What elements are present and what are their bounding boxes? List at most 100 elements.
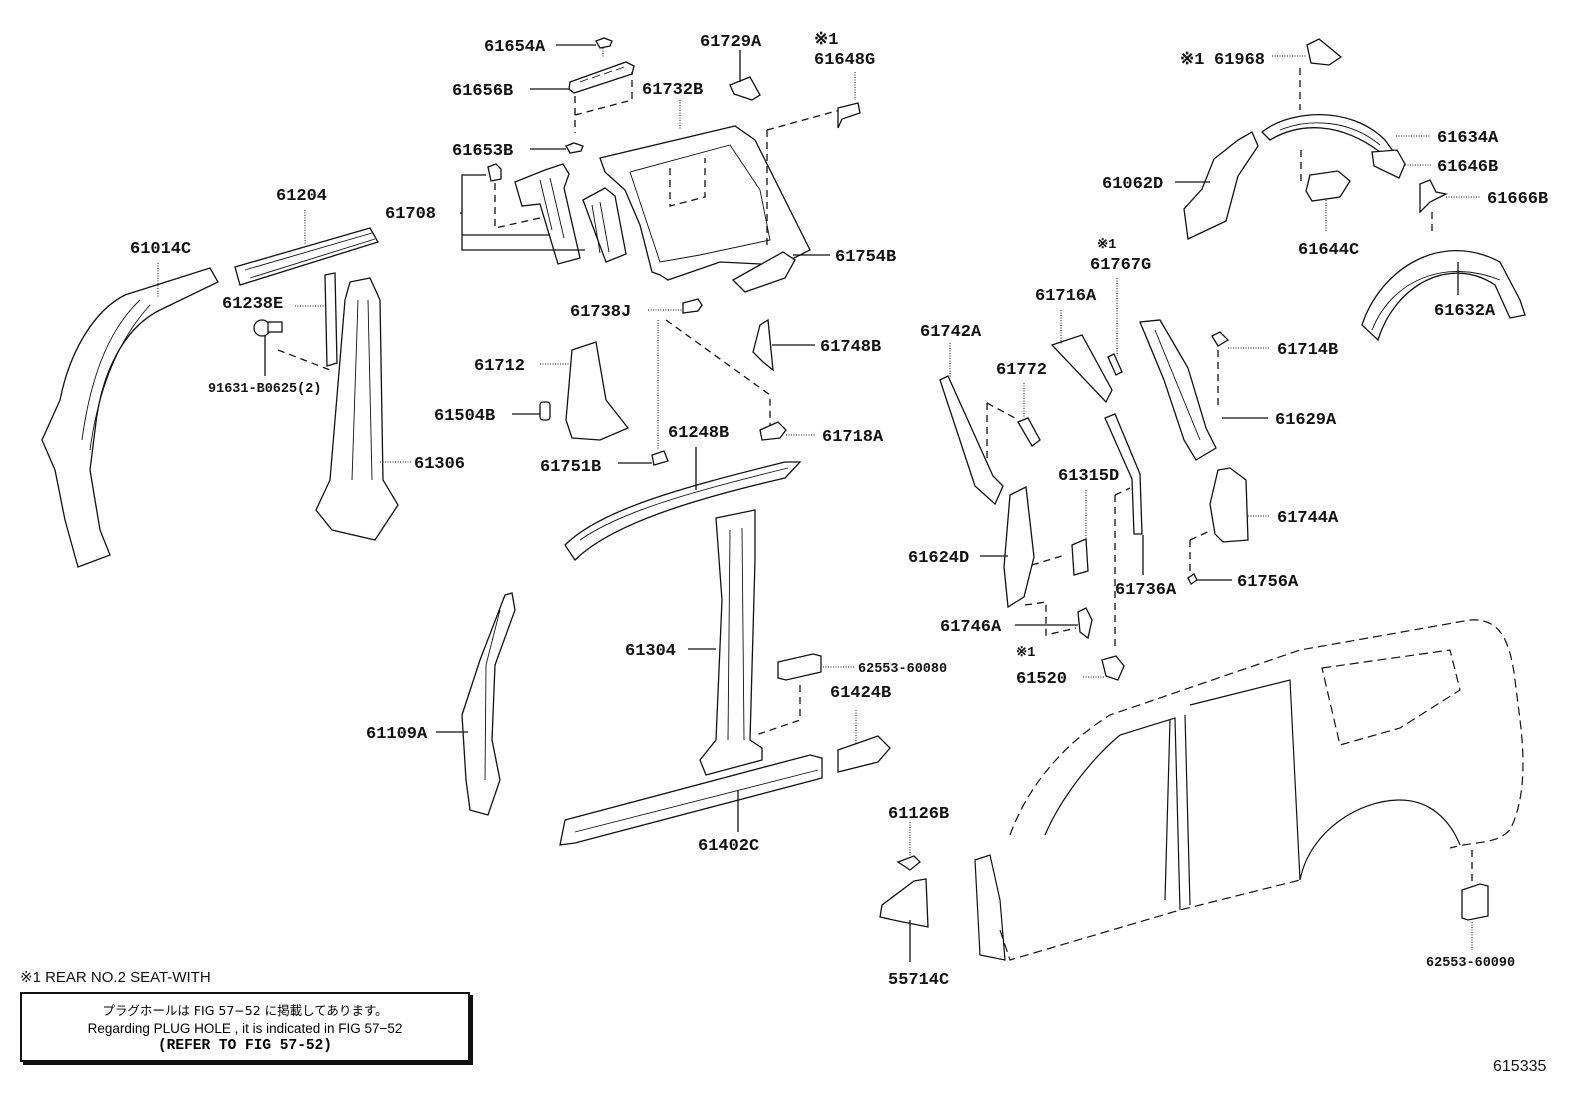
part-61646B[interactable] — [1371, 149, 1432, 179]
plug-hole-note-box: プラグホールは FIG 57−52 に掲載してあります。 Regarding P… — [20, 992, 470, 1062]
part-61653B[interactable] — [530, 142, 584, 154]
part-61751B[interactable] — [618, 450, 669, 466]
part-61718A[interactable] — [759, 421, 816, 441]
part-62553-60090[interactable] — [1461, 850, 1489, 950]
part-61402C[interactable] — [559, 754, 823, 846]
note-reference-link[interactable]: (REFER TO FIG 57-52) — [157, 1038, 333, 1054]
label-61746A[interactable]: 61746A — [940, 618, 1002, 637]
part-61767G[interactable] — [1107, 278, 1123, 376]
part-61748B[interactable] — [752, 318, 815, 372]
part-61756A[interactable] — [1187, 573, 1232, 585]
part-61656B[interactable] — [530, 61, 635, 133]
part-61772[interactable] — [1017, 383, 1041, 447]
part-61504B[interactable] — [512, 401, 551, 421]
label-61754B[interactable]: 61754B — [835, 248, 896, 267]
part-61736A[interactable] — [1104, 413, 1144, 650]
part-61729A[interactable] — [729, 50, 761, 101]
part-61109A[interactable] — [436, 592, 516, 816]
part-61716A[interactable] — [1050, 310, 1113, 404]
label-61732B[interactable]: 61732B — [642, 81, 703, 100]
label-61738J[interactable]: 61738J — [570, 303, 631, 322]
label-55714C[interactable]: 55714C — [888, 971, 949, 990]
part-91631-B0625[interactable] — [253, 319, 283, 376]
label-61014C[interactable]: 61014C — [130, 240, 191, 259]
label-61666B[interactable]: 61666B — [1487, 190, 1548, 209]
label-61716A[interactable]: 61716A — [1035, 287, 1097, 306]
label-61772[interactable]: 61772 — [996, 361, 1047, 380]
part-61126B[interactable] — [896, 822, 921, 871]
part-61306[interactable] — [315, 277, 412, 541]
label-62553-60090[interactable]: 62553-60090 — [1426, 956, 1515, 971]
part-61754B[interactable] — [731, 251, 830, 293]
part-61204[interactable] — [234, 210, 379, 286]
part-61014C[interactable] — [41, 263, 219, 568]
label-61744A[interactable]: 61744A — [1277, 509, 1339, 528]
label-61204[interactable]: 61204 — [276, 187, 327, 206]
label-61644C[interactable]: 61644C — [1298, 241, 1359, 260]
label-61126B[interactable]: 61126B — [888, 805, 949, 824]
part-61746A[interactable] — [1015, 601, 1093, 640]
part-61666B[interactable] — [1419, 179, 1480, 232]
part-61632A[interactable] — [1361, 250, 1526, 342]
label-61646B[interactable]: 61646B — [1437, 158, 1498, 177]
part-61648G[interactable] — [837, 72, 861, 129]
label-62553-60080[interactable]: 62553-60080 — [858, 662, 947, 677]
label-61756A[interactable]: 61756A — [1237, 573, 1299, 592]
label-61062D[interactable]: 61062D — [1102, 175, 1163, 194]
label-61751B[interactable]: 61751B — [540, 458, 601, 477]
label-61248B[interactable]: 61248B — [668, 424, 729, 443]
label-61424B[interactable]: 61424B — [830, 684, 891, 703]
label-61306[interactable]: 61306 — [414, 455, 465, 474]
part-61634A[interactable] — [1261, 114, 1430, 182]
part-61742A[interactable] — [939, 343, 1016, 506]
label-61718A[interactable]: 61718A — [822, 428, 884, 447]
label-61968[interactable]: 61968 — [1214, 51, 1265, 70]
label-61656B[interactable]: 61656B — [452, 82, 513, 101]
label-61653B[interactable]: 61653B — [452, 142, 513, 161]
part-61304[interactable] — [688, 509, 763, 776]
part-61732B[interactable] — [599, 100, 841, 281]
part-61744A[interactable] — [1189, 467, 1270, 575]
part-61062D[interactable] — [1175, 131, 1259, 240]
part-61238E[interactable] — [277, 272, 338, 371]
label-91631-B0625[interactable]: 91631-B0625(2) — [208, 382, 321, 397]
part-61654A[interactable] — [556, 37, 613, 58]
label-61632A[interactable]: 61632A — [1434, 302, 1496, 321]
label-61624D[interactable]: 61624D — [908, 549, 969, 568]
part-61629A[interactable] — [1139, 319, 1268, 461]
part-61248B[interactable] — [564, 447, 802, 562]
label-61504B[interactable]: 61504B — [434, 407, 495, 426]
part-61644C[interactable] — [1305, 170, 1351, 232]
part-61520[interactable] — [1083, 655, 1125, 681]
label-61402C[interactable]: 61402C — [698, 837, 759, 856]
label-61712[interactable]: 61712 — [474, 357, 525, 376]
label-61714B[interactable]: 61714B — [1277, 341, 1338, 360]
part-61624D[interactable] — [980, 486, 1066, 609]
part-61712[interactable] — [540, 341, 630, 441]
part-55714C[interactable] — [879, 878, 929, 962]
label-61634A[interactable]: 61634A — [1437, 129, 1499, 148]
label-61304[interactable]: 61304 — [625, 642, 676, 661]
label-61742A[interactable]: 61742A — [920, 323, 982, 342]
label-61748B[interactable]: 61748B — [820, 338, 881, 357]
note-english: Regarding PLUG HOLE , it is indicated in… — [87, 1021, 403, 1036]
part-61315D[interactable] — [1071, 490, 1089, 576]
label-61767G[interactable]: 61767G — [1090, 256, 1151, 275]
figure-number: 615335 — [1493, 1058, 1547, 1075]
part-61714B[interactable] — [1211, 331, 1270, 410]
label-61520[interactable]: 61520 — [1016, 670, 1067, 689]
part-62553-60080[interactable] — [755, 653, 855, 736]
label-61708[interactable]: 61708 — [385, 205, 436, 224]
part-61424B[interactable] — [837, 710, 891, 773]
label-61109A[interactable]: 61109A — [366, 725, 428, 744]
label-61729A[interactable]: 61729A — [700, 33, 762, 52]
label-61736A[interactable]: 61736A — [1115, 581, 1177, 600]
label-61648G[interactable]: 61648G — [814, 51, 875, 70]
part-61968[interactable] — [1272, 38, 1343, 110]
label-61315D[interactable]: 61315D — [1058, 467, 1119, 486]
part-61708[interactable] — [460, 163, 627, 265]
label-61238E[interactable]: 61238E — [222, 295, 283, 314]
label-61629A[interactable]: 61629A — [1275, 411, 1337, 430]
label-61654A[interactable]: 61654A — [484, 38, 546, 57]
part-61738J[interactable] — [648, 298, 703, 314]
